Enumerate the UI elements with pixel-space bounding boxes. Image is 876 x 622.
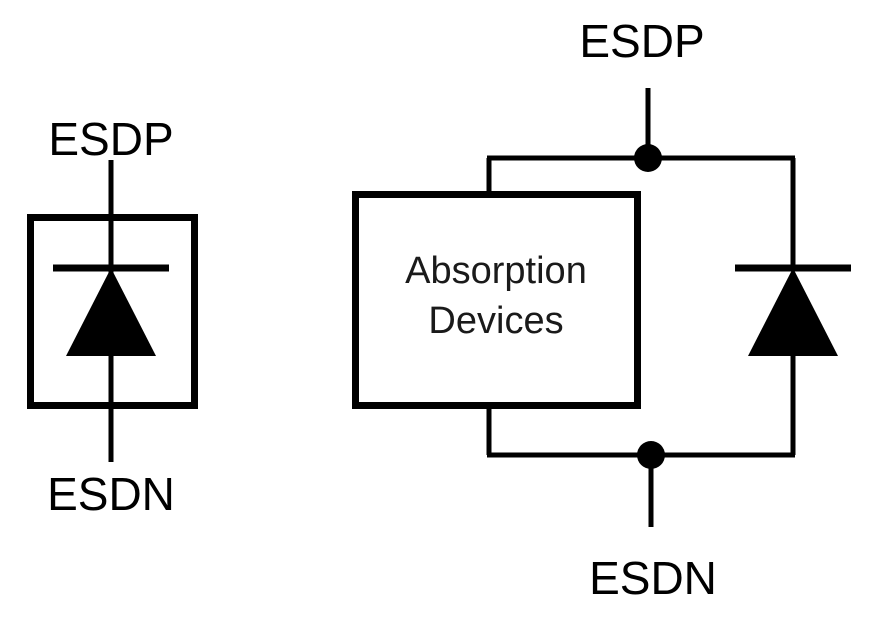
top-junction-dot bbox=[634, 144, 662, 172]
right-esdp-label: ESDP bbox=[579, 15, 704, 67]
absorption-devices-box bbox=[352, 191, 641, 409]
right-esd-circuit-group: ESDP ESDN Absorption Devices bbox=[352, 15, 851, 604]
absorption-devices-label-line2: Devices bbox=[428, 300, 563, 342]
left-esdp-label: ESDP bbox=[48, 113, 173, 165]
absorption-devices-label-line1: Absorption bbox=[405, 250, 587, 292]
right-esdn-label: ESDN bbox=[589, 552, 717, 604]
bottom-junction-dot bbox=[637, 441, 665, 469]
left-esdn-label: ESDN bbox=[47, 468, 175, 520]
left-diode-triangle bbox=[66, 268, 156, 356]
left-esd-symbol-group: ESDP ESDN bbox=[27, 113, 198, 520]
right-diode-triangle bbox=[748, 268, 838, 356]
